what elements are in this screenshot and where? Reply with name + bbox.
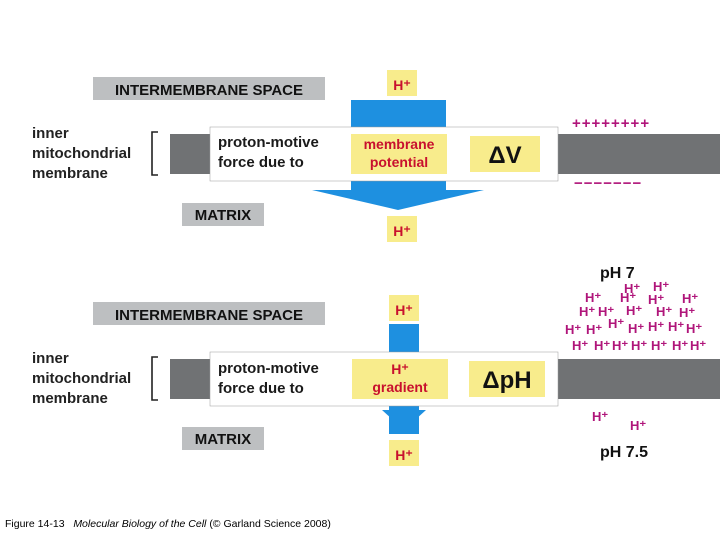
proton-dense-22: H⁺	[631, 338, 647, 353]
top-component-line2: potential	[370, 154, 428, 170]
bottom-component-line2: gradient	[372, 379, 428, 395]
top-membrane-label-1: inner	[32, 125, 69, 142]
proton-dense-5: H⁺	[648, 292, 664, 307]
top-plus-row: ++++++++	[572, 115, 650, 132]
proton-cluster-dense: H⁺H⁺H⁺H⁺H⁺H⁺H⁺H⁺H⁺H⁺H⁺H⁺H⁺H⁺H⁺H⁺H⁺H⁺H⁺H⁺…	[565, 279, 706, 353]
bottom-matrix-box	[182, 427, 264, 450]
top-matrix-box	[182, 203, 264, 226]
proton-dense-8: H⁺	[598, 304, 614, 319]
top-symbol: ΔV	[488, 142, 521, 169]
proton-dense-10: H⁺	[656, 304, 672, 319]
proton-dense-13: H⁺	[586, 322, 602, 337]
proton-dense-16: H⁺	[648, 319, 664, 334]
ph-upper-label: pH 7	[600, 265, 635, 282]
caption-figure: Figure 14-13	[5, 518, 65, 530]
bottom-proton-bottom: H⁺	[395, 447, 413, 463]
top-proton-bottom-box	[387, 216, 417, 242]
top-symbol-box	[470, 136, 540, 172]
proton-dense-1: H⁺	[624, 281, 640, 296]
proton-sparse-2: H⁺	[630, 418, 646, 433]
bottom-proton-top: H⁺	[395, 302, 413, 318]
top-intermembrane-label: INTERMEMBRANE SPACE	[115, 82, 303, 99]
top-proton-bottom: H⁺	[393, 223, 411, 239]
bottom-membrane-label-3: membrane	[32, 390, 108, 407]
proton-dense-11: H⁺	[679, 305, 695, 320]
bottom-intermembrane-label: INTERMEMBRANE SPACE	[115, 307, 303, 324]
caption-credit: (© Garland Science 2008)	[209, 518, 331, 530]
bottom-force-line1: proton-motive	[218, 360, 319, 377]
top-panel: INTERMEMBRANE SPACE H⁺ proton-motive for…	[32, 70, 720, 242]
proton-cluster-sparse: H⁺ H⁺	[592, 409, 646, 433]
top-membrane-label-2: mitochondrial	[32, 145, 131, 162]
proton-dense-24: H⁺	[672, 338, 688, 353]
proton-dense-3: H⁺	[585, 290, 601, 305]
bottom-intermembrane-box	[93, 302, 325, 325]
top-matrix-label: MATRIX	[195, 207, 251, 224]
proton-dense-23: H⁺	[651, 338, 667, 353]
proton-dense-25: H⁺	[690, 338, 706, 353]
bottom-membrane-label-1: inner	[32, 350, 69, 367]
bottom-membrane-bracket	[151, 356, 158, 401]
figure-caption: Figure 14-13 Molecular Biology of the Ce…	[5, 518, 331, 530]
caption-book: Molecular Biology of the Cell	[73, 518, 207, 530]
bottom-symbol-box	[469, 361, 545, 397]
top-force-line2: force due to	[218, 154, 304, 171]
proton-sparse-1: H⁺	[592, 409, 608, 424]
bottom-panel: INTERMEMBRANE SPACE H⁺ proton-motive for…	[32, 265, 720, 466]
top-intermembrane-box	[93, 77, 325, 100]
proton-dense-6: H⁺	[682, 291, 698, 306]
proton-dense-9: H⁺	[626, 303, 642, 318]
proton-dense-20: H⁺	[594, 338, 610, 353]
top-force-line1: proton-motive	[218, 134, 319, 151]
proton-dense-12: H⁺	[565, 322, 581, 337]
top-membrane-label-3: membrane	[32, 165, 108, 182]
top-proton-top-box	[387, 70, 417, 96]
proton-dense-18: H⁺	[686, 321, 702, 336]
bottom-proton-top-box	[389, 295, 419, 321]
top-component-line1: membrane	[364, 136, 435, 152]
proton-dense-17: H⁺	[668, 319, 684, 334]
proton-dense-2: H⁺	[653, 279, 669, 294]
bottom-membrane-label-2: mitochondrial	[32, 370, 131, 387]
proton-dense-19: H⁺	[572, 338, 588, 353]
bottom-symbol: ΔpH	[482, 367, 531, 394]
bottom-force-line2: force due to	[218, 380, 304, 397]
ph-lower-label: pH 7.5	[600, 444, 648, 461]
bottom-arrow-head	[382, 410, 426, 430]
bottom-proton-bottom-box	[389, 440, 419, 466]
bottom-matrix-label: MATRIX	[195, 431, 251, 448]
proton-dense-15: H⁺	[628, 321, 644, 336]
top-membrane-bracket	[151, 131, 158, 176]
top-minus-row: −−−−−−−	[574, 175, 642, 192]
proton-dense-7: H⁺	[579, 304, 595, 319]
top-proton-top: H⁺	[393, 77, 411, 93]
proton-dense-14: H⁺	[608, 316, 624, 331]
top-component-box	[351, 134, 447, 174]
proton-dense-21: H⁺	[612, 338, 628, 353]
bottom-component-box	[352, 359, 448, 399]
bottom-component-line1: H⁺	[391, 361, 409, 377]
top-arrow-head	[312, 190, 484, 210]
proton-dense-4: H⁺	[620, 290, 636, 305]
